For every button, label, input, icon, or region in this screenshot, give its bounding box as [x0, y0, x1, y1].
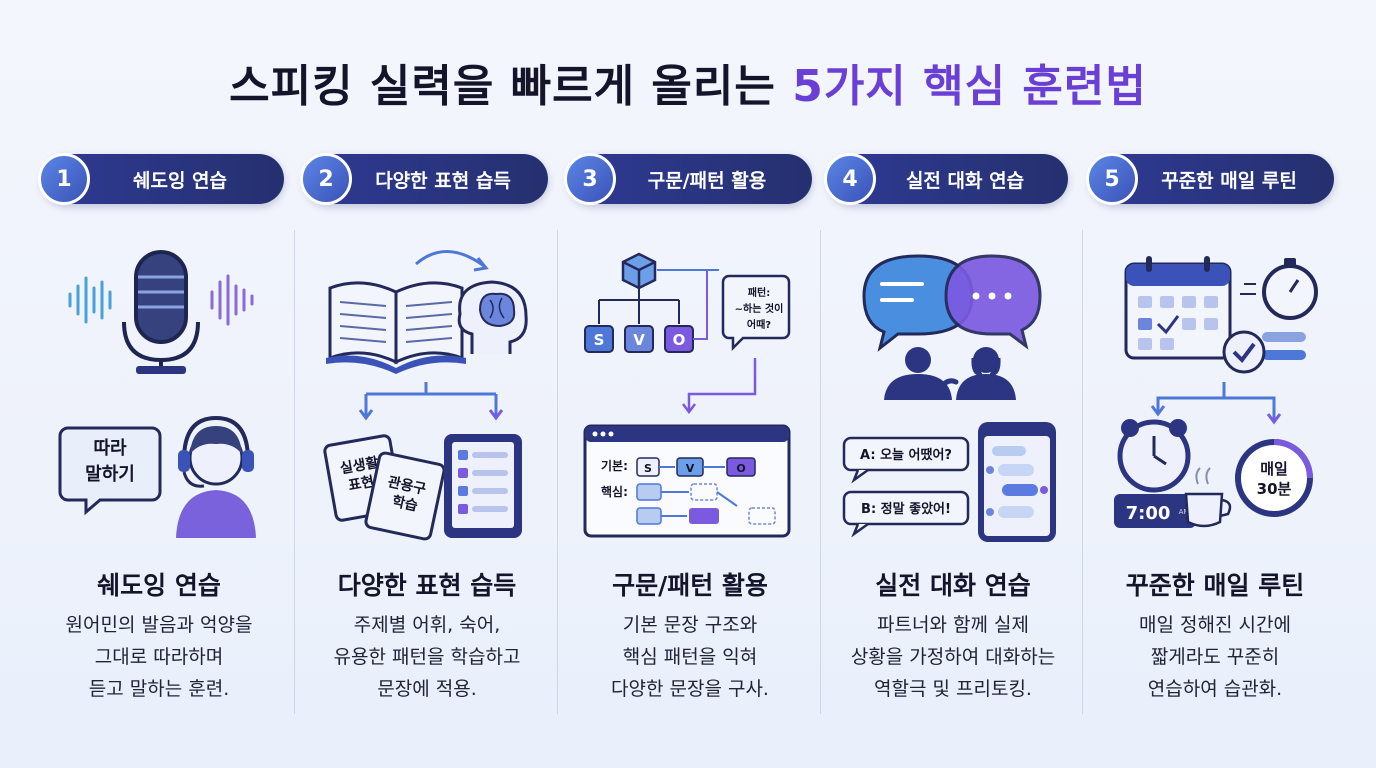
- conversation-illustration: A: 오늘 어땠어? B: 정말 좋았어!: [842, 254, 1056, 542]
- card-heading: 꾸준한 매일 루틴: [1125, 571, 1305, 600]
- svg-text:학습: 학습: [391, 494, 420, 515]
- card-heading: 구문/패턴 활용: [612, 571, 768, 600]
- card-description: 매일 정해진 시간에 짧게라도 꾸준히 연습하여 습관화.: [1139, 614, 1291, 700]
- calendar-icon: [1124, 256, 1232, 360]
- step-label: 실전 대화 연습: [905, 169, 1025, 192]
- svg-text:패턴:: 패턴:: [748, 286, 770, 299]
- stopwatch-icon: [1240, 258, 1318, 320]
- column-divider: [820, 230, 821, 714]
- svg-text:표현: 표현: [347, 474, 375, 494]
- browser-window-icon: 기본: 핵심: S V O: [583, 424, 791, 538]
- routine-illustration: 7:00 AM 매일 30분: [1114, 256, 1318, 528]
- step-label: 꾸준한 매일 루틴: [1161, 169, 1297, 192]
- svg-text:AM: AM: [1179, 508, 1190, 516]
- step-number: 1: [38, 153, 90, 205]
- column-divider: [1082, 230, 1083, 714]
- bubble-line-1: 따라: [93, 438, 127, 459]
- svg-text:V: V: [686, 462, 695, 475]
- step-number: 5: [1086, 153, 1138, 205]
- svg-text:V: V: [633, 331, 645, 349]
- bubble-line-2: 말하기: [85, 464, 135, 485]
- arrow-icon: [415, 250, 485, 268]
- head-brain-icon: [457, 280, 528, 354]
- patterns-illustration: S V O 패턴: ~하는 것이 어때? 기본: 핵심: S V O: [583, 252, 791, 538]
- flash-card-icon: 실생활 표현 관용구 학습: [323, 434, 446, 541]
- step-pill-2: 2 다양한 표현 습득: [300, 153, 548, 205]
- pattern-speech-bubble-icon: 패턴: ~하는 것이 어때?: [721, 274, 791, 352]
- title-main: 스피킹 실력을 빠르게 올리는: [229, 61, 793, 112]
- card-heading: 실전 대화 연습: [875, 571, 1031, 600]
- step-number: 2: [300, 153, 352, 205]
- shadowing-illustration: 따라 말하기: [58, 250, 256, 538]
- check-circle-icon: [1222, 330, 1266, 374]
- step-number: 4: [824, 153, 876, 205]
- card-description: 파트너와 함께 실제 상황을 가정하여 대화하는 역할극 및 프리토킹.: [850, 614, 1056, 700]
- sound-wave-left-icon: [68, 276, 112, 324]
- smartphone-icon: [978, 422, 1056, 542]
- step-label: 구문/패턴 활용: [647, 169, 767, 192]
- step-label: 쉐도잉 연습: [132, 169, 227, 192]
- step-pill-4: 4 실전 대화 연습: [824, 153, 1068, 205]
- title-highlight: 5가지 핵심 훈련법: [792, 61, 1147, 112]
- svg-text:S: S: [594, 331, 605, 349]
- alarm-clock-icon: [1117, 419, 1191, 493]
- step-pill-1: 1 쉐도잉 연습: [38, 153, 284, 205]
- token-o: O: [664, 325, 694, 353]
- svg-text:O: O: [673, 331, 686, 349]
- dialog-bubble-b: B: 정말 좋았어!: [842, 490, 970, 538]
- digital-clock-icon: 7:00 AM: [1114, 494, 1196, 528]
- chat-bubbles-icon: [862, 254, 1042, 352]
- card-description: 원어민의 발음과 억양을 그대로 따라하며 듣고 말하는 훈련.: [65, 614, 253, 700]
- svg-text:어때?: 어때?: [747, 318, 771, 331]
- svg-text:매일: 매일: [1260, 460, 1288, 478]
- svg-text:~하는 것이: ~하는 것이: [735, 302, 784, 315]
- column-divider: [557, 230, 558, 714]
- step-number: 3: [564, 153, 616, 205]
- svg-text:30분: 30분: [1257, 480, 1292, 498]
- svg-text:A: 오늘 어땠어?: A: 오늘 어땠어?: [860, 447, 952, 463]
- sound-wave-right-icon: [210, 274, 254, 326]
- people-icon: [884, 347, 1016, 400]
- svg-text:핵심:: 핵심:: [601, 484, 628, 499]
- svg-text:B: 정말 좋았어!: B: 정말 좋았어!: [861, 501, 951, 517]
- step-label: 다양한 표현 습득: [375, 169, 511, 192]
- speech-bubble-icon: 따라 말하기: [58, 426, 162, 516]
- cube-icon: [621, 252, 657, 290]
- expressions-illustration: 실생활 표현 관용구 학습: [323, 250, 528, 541]
- step-pill-5: 5 꾸준한 매일 루틴: [1086, 153, 1334, 205]
- headset-person-icon: [176, 415, 256, 538]
- column-divider: [294, 230, 295, 714]
- card-heading: 쉐도잉 연습: [97, 571, 221, 600]
- coffee-cup-icon: [1184, 467, 1232, 528]
- open-book-icon: [326, 281, 466, 374]
- svg-text:O: O: [736, 462, 745, 475]
- token-s: S: [584, 325, 614, 353]
- card-description: 기본 문장 구조와 핵심 패턴을 익혀 다양한 문장을 구사.: [611, 614, 769, 700]
- step-pill-3: 3 구문/패턴 활용: [564, 153, 812, 205]
- daily-badge-icon: 매일 30분: [1235, 439, 1313, 517]
- svg-text:7:00: 7:00: [1126, 503, 1171, 524]
- tablet-icon: [444, 434, 522, 538]
- card-heading: 다양한 표현 습득: [337, 571, 517, 600]
- svg-text:S: S: [644, 462, 652, 475]
- dialog-bubble-a: A: 오늘 어땠어?: [842, 436, 970, 484]
- token-v: V: [624, 325, 654, 353]
- card-description: 주제별 어휘, 숙어, 유용한 패턴을 학습하고 문장에 적용.: [333, 614, 521, 700]
- svg-text:기본:: 기본:: [601, 458, 628, 473]
- microphone-icon: [122, 250, 200, 374]
- page-title: 스피킹 실력을 빠르게 올리는 5가지 핵심 훈련법: [0, 50, 1376, 114]
- svg-text:실생활: 실생활: [339, 454, 380, 477]
